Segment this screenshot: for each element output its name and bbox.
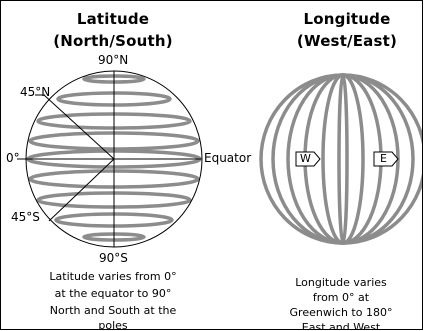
label-45-south: 45°S [11,210,40,224]
label-90-south: 90°S [99,251,128,265]
meridian-line [321,73,365,245]
label-0-degrees: 0° [6,151,20,165]
longitude-caption-line: Longitude varies [295,276,387,289]
longitude-caption-line: from 0° at [312,291,370,304]
longitude-subtitle: (West/East) [296,32,398,50]
west-tag [295,151,321,167]
west-tag-label: W [300,152,311,165]
label-equator: Equator [204,151,252,165]
latitude-caption-line: poles [98,319,128,330]
angle-45n-line [43,94,115,160]
east-tag-label: E [380,152,387,165]
latitude-globe [17,70,203,248]
east-tag [373,151,399,167]
longitude-title: Longitude [303,10,391,28]
meridian-line [259,73,422,245]
angle-45s-line [48,158,115,222]
label-45-north: 45°N [20,85,51,99]
label-90-north: 90°N [98,53,129,67]
meridian-line [337,73,349,245]
latitude-caption-line: North and South at the [49,304,177,317]
latitude-caption-line: at the equator to 90° [54,287,172,300]
longitude-caption-line: Greenwich to 180° [289,306,393,319]
latitude-caption-line: Latitude varies from 0° [49,270,177,283]
longitude-meridians [259,73,422,245]
longitude-caption-line: East and West [301,321,381,330]
longitude-globe [259,73,422,245]
latitude-title: Latitude [76,10,150,28]
latitude-subtitle: (North/South) [53,32,173,50]
